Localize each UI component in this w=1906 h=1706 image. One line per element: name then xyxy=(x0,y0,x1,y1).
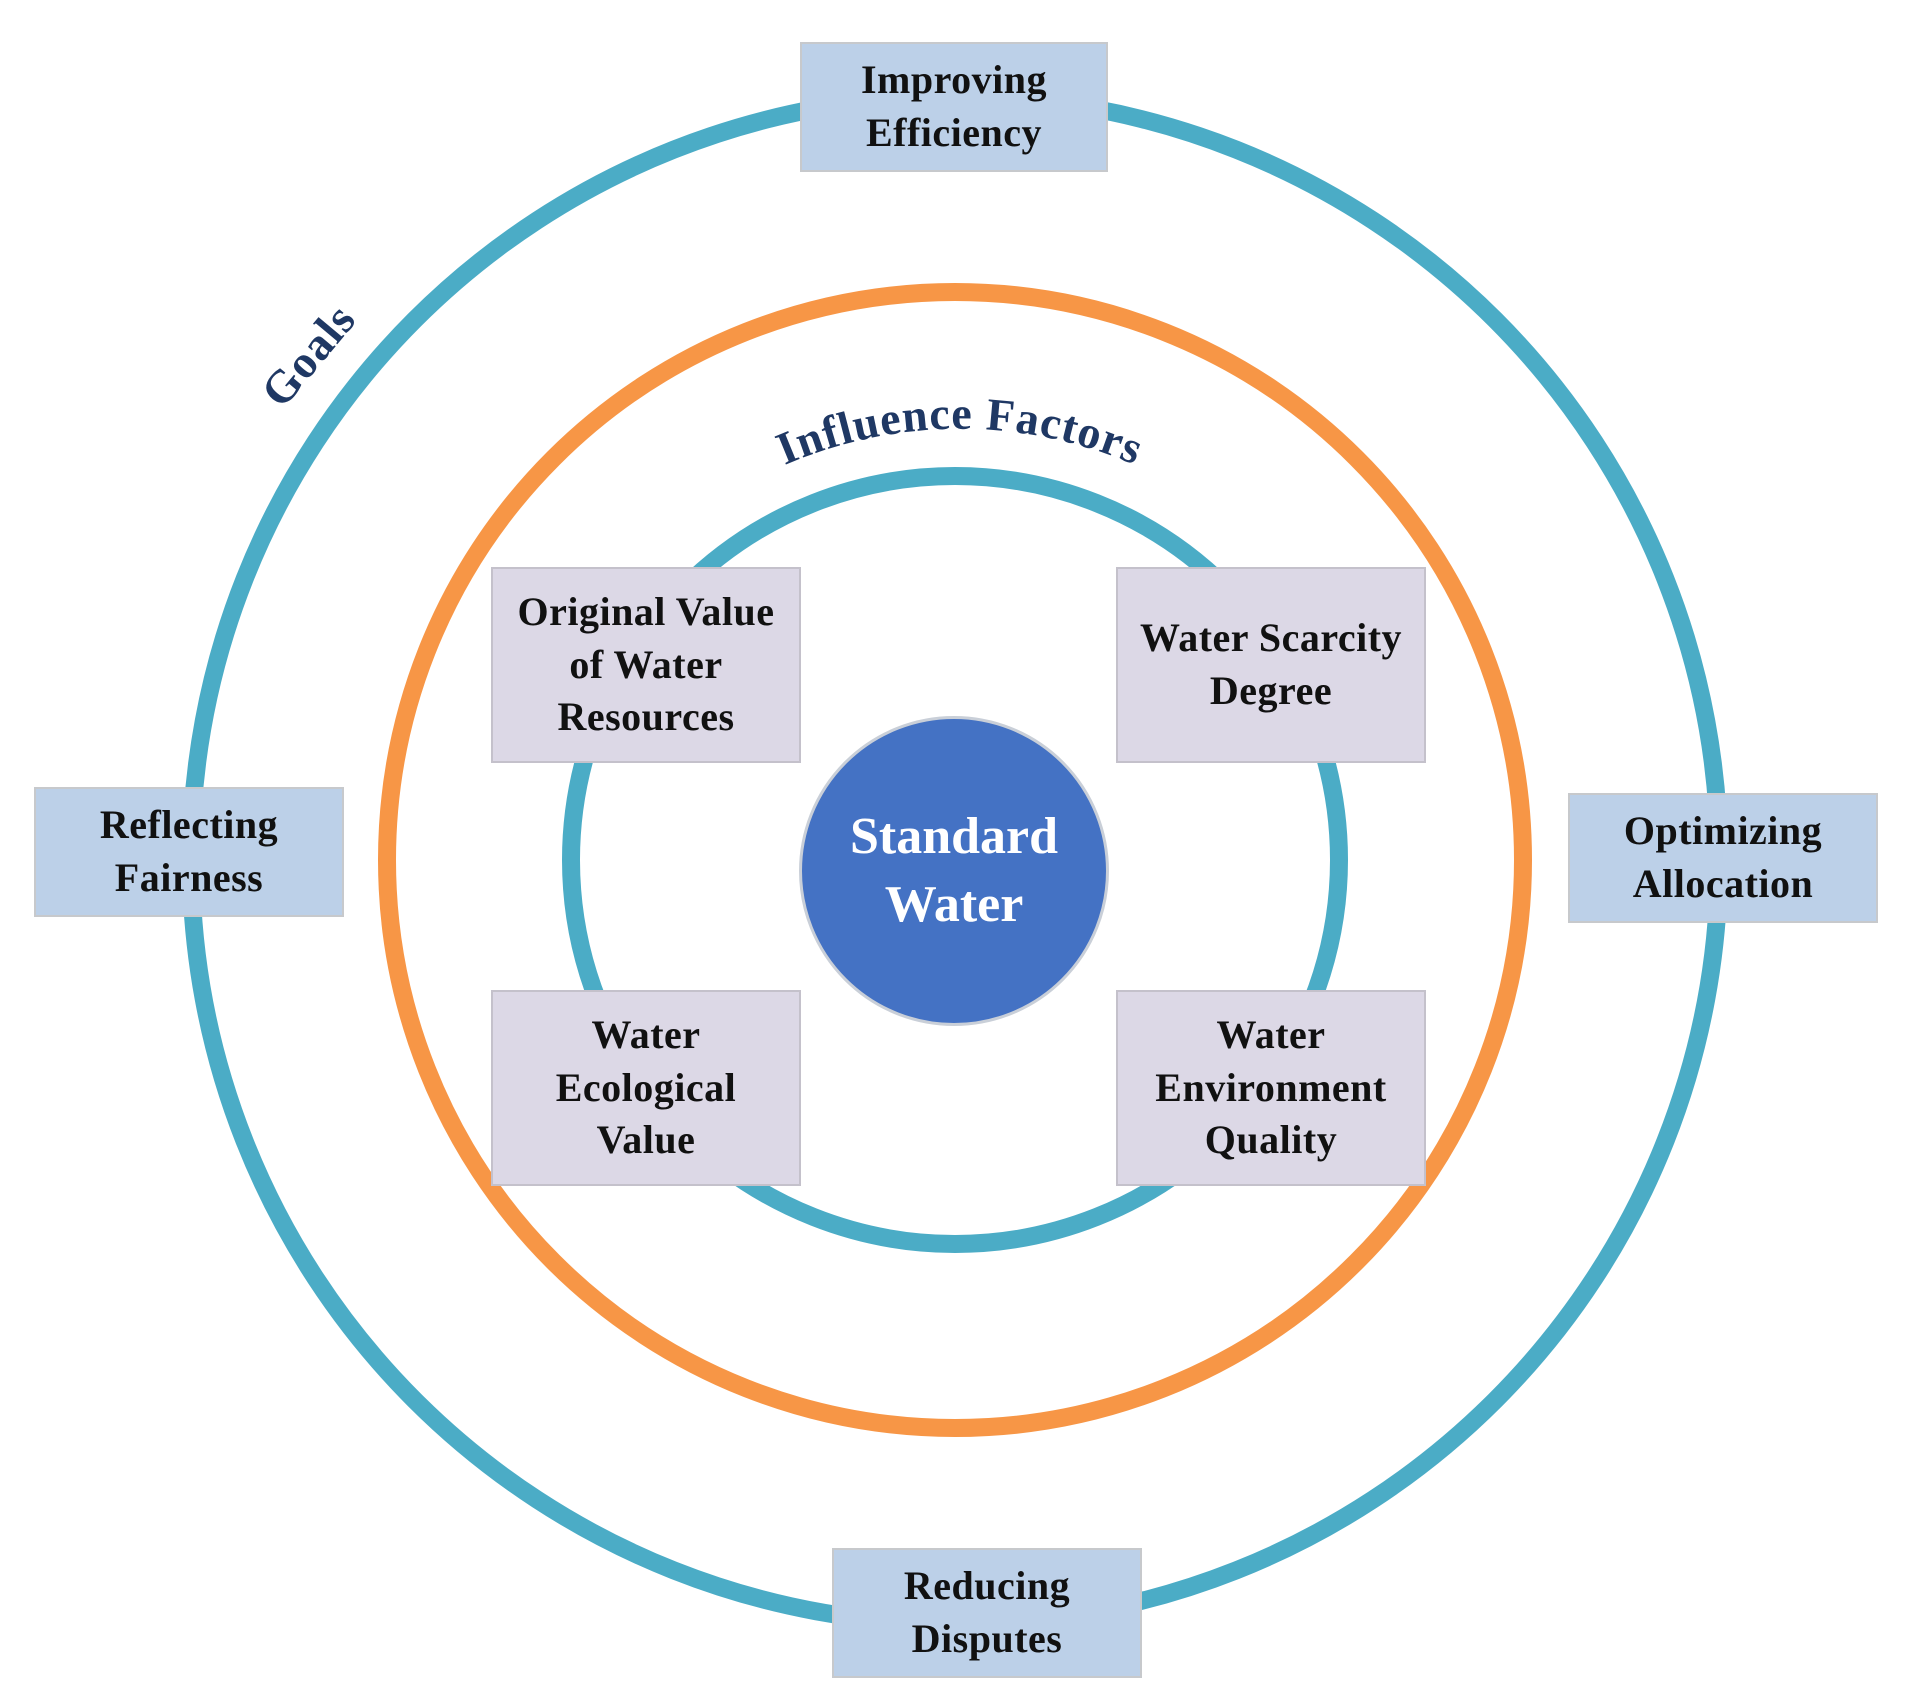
factor-bottom-left-line2: Ecological xyxy=(555,1064,737,1110)
factor-top-left-line1: Original Value xyxy=(517,588,775,634)
factor-bottom-right-line1: Water xyxy=(1216,1011,1326,1057)
factor-bottom-left-line1: Water xyxy=(591,1011,701,1057)
factor-box-water-scarcity: Water Scarcity Degree xyxy=(1116,567,1426,763)
goal-box-improving-efficiency: Improving Efficiency xyxy=(800,42,1108,172)
factor-top-right-line2: Degree xyxy=(1209,668,1333,713)
goal-box-reflecting-fairness: Reflecting Fairness xyxy=(34,787,344,917)
factor-box-original-value: Original Value of Water Resources xyxy=(491,567,801,763)
goal-box-optimizing-allocation: Optimizing Allocation xyxy=(1568,793,1878,923)
influence-factors-label: Influence Factors xyxy=(769,388,1151,475)
center-line2: Water xyxy=(884,876,1024,933)
factor-bottom-right-line3: Quality xyxy=(1204,1117,1338,1163)
goal-left-line2: Fairness xyxy=(114,855,264,900)
goal-right-line2: Allocation xyxy=(1632,861,1814,906)
factor-box-environment-quality: Water Environment Quality xyxy=(1116,990,1426,1186)
goal-top-line1: Improving xyxy=(860,57,1048,103)
inner-ring xyxy=(562,467,1348,1253)
goal-box-reducing-disputes: Reducing Disputes xyxy=(832,1548,1142,1678)
goal-left-line1: Reflecting xyxy=(99,802,279,848)
factor-top-right-line1: Water Scarcity xyxy=(1139,615,1403,661)
goal-bottom-line2: Disputes xyxy=(911,1616,1063,1661)
factor-top-left-line2: of Water xyxy=(569,641,723,687)
center-standard-water: Standard Water xyxy=(799,716,1109,1026)
goal-bottom-line1: Reducing xyxy=(903,1563,1071,1609)
factor-bottom-right-line2: Environment xyxy=(1155,1064,1387,1110)
factor-box-ecological-value: Water Ecological Value xyxy=(491,990,801,1186)
factor-top-left-line3: Resources xyxy=(557,694,735,740)
factor-bottom-left-line3: Value xyxy=(596,1117,696,1163)
middle-ring xyxy=(378,283,1532,1437)
goal-right-line1: Optimizing xyxy=(1623,808,1823,854)
goal-top-line2: Efficiency xyxy=(865,110,1043,155)
center-line1: Standard xyxy=(849,808,1059,866)
